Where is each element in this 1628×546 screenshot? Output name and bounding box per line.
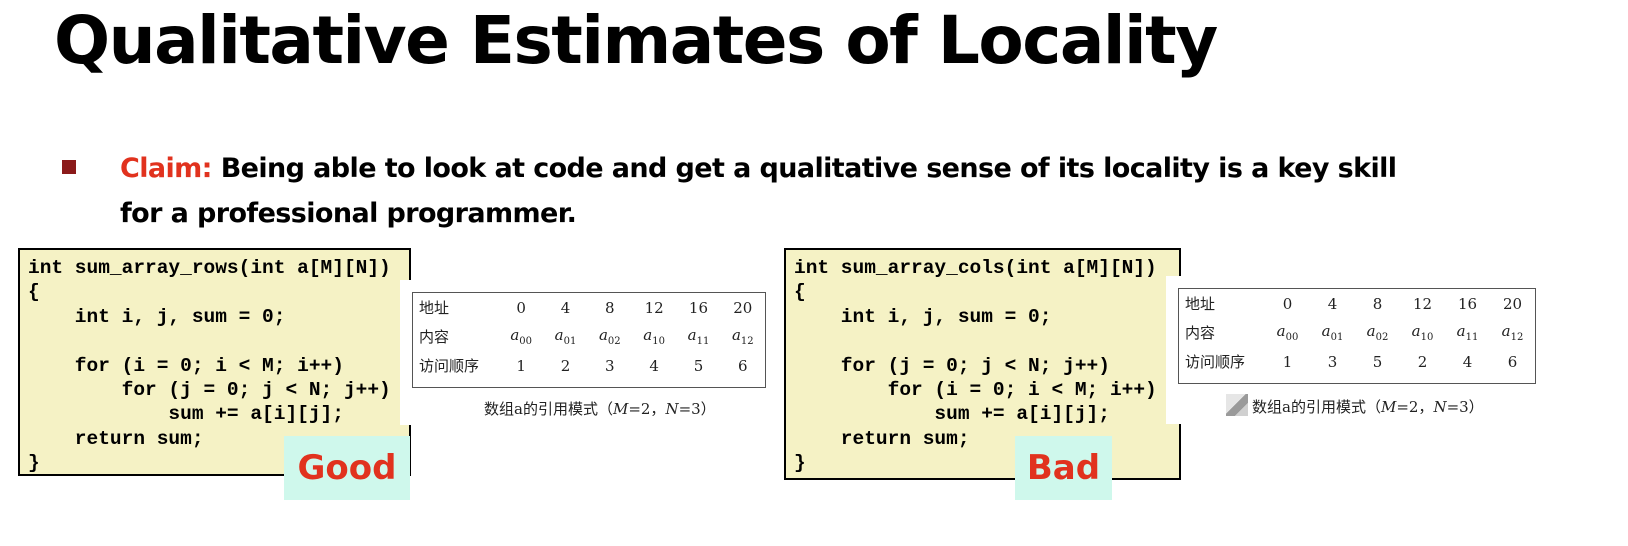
access-pattern-figure-cols: 地址 0 4 8 12 16 20 内容 a00 a01 a02 a10 a11 a12 访问顺序 1 3 5 2 4…: [1166, 276, 1548, 424]
table-cell: 2: [560, 356, 571, 375]
row-label: 访问顺序: [419, 357, 480, 375]
code-line: for (i = 0; i < M; i++): [28, 354, 344, 377]
table-cell: 5: [1372, 352, 1383, 371]
row-label: 访问顺序: [1185, 353, 1246, 371]
row-label: 地址: [1185, 295, 1216, 313]
row-label: 内容: [419, 328, 450, 346]
table-cell: 16: [688, 298, 709, 317]
claim-text: Claim: Being able to look at code and ge…: [120, 146, 1440, 236]
content-row: 内容 a00 a01 a02 a10 a11 a12: [1179, 318, 1535, 347]
table-cell: 8: [1372, 294, 1383, 313]
access-pattern-table-cols: 地址 0 4 8 12 16 20 内容 a00 a01 a02 a10 a11 a12 访问顺序 1 3 5 2 4…: [1178, 288, 1536, 384]
order-row: 访问顺序 1 3 5 2 4 6: [1179, 347, 1535, 376]
table-cell: a10: [643, 326, 665, 347]
table-cell: 0: [1282, 294, 1293, 313]
address-row: 地址 0 4 8 12 16 20: [1179, 289, 1535, 318]
table-cell: a12: [731, 326, 754, 347]
code-line: for (i = 0; i < M; i++): [794, 379, 1157, 402]
code-line: sum += a[i][j];: [794, 403, 1110, 426]
order-row: 访问顺序 1 2 3 4 5 6: [413, 351, 765, 380]
code-line: return sum;: [28, 427, 204, 450]
row-label: 地址: [419, 299, 450, 317]
code-line: sum += a[i][j];: [28, 403, 344, 426]
code-line: {: [794, 281, 806, 304]
table-cell: a12: [1501, 322, 1524, 343]
code-line: int sum_array_cols(int a[M][N]): [794, 257, 1157, 279]
row-label: 内容: [1185, 324, 1216, 342]
table-cell: 20: [733, 298, 753, 317]
code-line: }: [28, 452, 40, 475]
code-block-rows: int sum_array_rows(int a[M][N]) { int i,…: [18, 248, 411, 476]
table-cell: 1: [1282, 352, 1293, 371]
table-cell: a01: [1321, 322, 1344, 343]
code-line: return sum;: [794, 427, 970, 450]
code-block-cols: int sum_array_cols(int a[M][N]) { int i,…: [784, 248, 1181, 480]
code-line: int i, j, sum = 0;: [794, 305, 1052, 328]
code-line: int sum_array_rows(int a[M][N]): [28, 257, 391, 279]
table-cell: a01: [554, 326, 577, 347]
table-cell: 8: [605, 298, 615, 317]
content-row: 内容 a00 a01 a02 a10 a11 a12: [413, 322, 765, 351]
table-cell: 3: [605, 356, 615, 375]
table-cell: a02: [1366, 322, 1389, 343]
bullet-square-icon: [62, 160, 76, 174]
code-listing-rows: int sum_array_rows(int a[M][N]) { int i,…: [20, 250, 409, 476]
table-cell: 4: [1462, 352, 1473, 371]
table-cell: 4: [560, 298, 571, 317]
table-cell: a00: [510, 326, 532, 347]
table-cell: 4: [649, 356, 659, 375]
table-cell: a11: [1456, 322, 1479, 343]
table-cell: a00: [1276, 322, 1299, 343]
table-cell: a10: [1411, 322, 1434, 343]
code-line: }: [794, 452, 806, 475]
table-cell: a11: [687, 326, 710, 347]
verdict-good-label: Good: [284, 436, 410, 500]
claim-label: Claim:: [120, 153, 212, 184]
code-line: int i, j, sum = 0;: [28, 305, 286, 328]
table-cell: 2: [1417, 352, 1428, 371]
table-cell: 5: [693, 356, 704, 375]
table-cell: a02: [598, 326, 621, 347]
table-cell: 12: [1412, 294, 1433, 313]
table-cell: 16: [1457, 294, 1478, 313]
code-listing-cols: int sum_array_cols(int a[M][N]) { int i,…: [786, 250, 1179, 476]
claim-body: Being able to look at code and get a qua…: [120, 153, 1397, 229]
table-cell: 20: [1502, 294, 1523, 313]
code-line: for (j = 0; j < N; j++): [794, 354, 1110, 377]
table-cell: 3: [1327, 352, 1338, 371]
slide-title: Qualitative Estimates of Locality: [54, 2, 1218, 79]
code-line: {: [28, 281, 40, 304]
table-cell: 1: [516, 356, 526, 375]
table-cell: 4: [1327, 294, 1338, 313]
address-row: 地址 0 4 8 12 16 20: [413, 293, 765, 322]
table-cell: 12: [644, 298, 664, 317]
image-artifact-icon: [1226, 394, 1248, 416]
table-cell: 6: [1507, 352, 1518, 371]
table-cell: 0: [516, 298, 526, 317]
verdict-bad-label: Bad: [1015, 436, 1112, 500]
code-line: for (j = 0; j < N; j++): [28, 379, 391, 402]
figure-caption-rows: 数组a的引用模式（M=2，N=3）: [484, 400, 716, 418]
table-cell: 6: [738, 356, 748, 375]
figure-caption-cols: 数组a的引用模式（M=2，N=3）: [1252, 398, 1484, 416]
